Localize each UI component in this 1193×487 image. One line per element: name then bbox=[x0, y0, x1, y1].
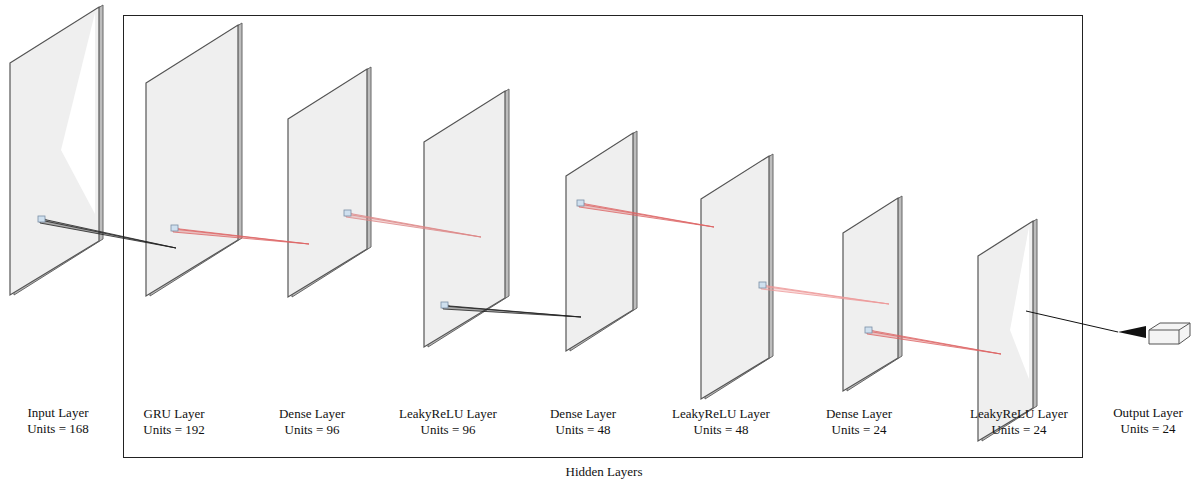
layer-name: Dense Layer bbox=[279, 406, 345, 422]
panel-plane bbox=[10, 5, 109, 299]
unit-count: Units = 24 bbox=[832, 422, 887, 438]
layer-name: Input Layer bbox=[27, 405, 88, 421]
layer-name: LeakyReLU Layer bbox=[399, 406, 497, 422]
unit-count: Units = 24 bbox=[991, 422, 1046, 438]
box-edge bbox=[1179, 330, 1180, 344]
layer-name: LeakyReLU Layer bbox=[970, 406, 1068, 422]
hidden-layers-frame: Hidden LayersGRU LayerUnits = 192Dense L… bbox=[123, 15, 1083, 458]
unit-count: Units = 24 bbox=[1121, 421, 1176, 437]
panel-highlight bbox=[1010, 227, 1029, 379]
unit-count: Units = 96 bbox=[285, 422, 340, 438]
panel-plane bbox=[146, 23, 248, 300]
panel-face bbox=[843, 198, 898, 391]
output-box bbox=[1148, 322, 1191, 346]
layer-name: Dense Layer bbox=[826, 406, 892, 422]
panel-highlight bbox=[61, 13, 95, 214]
layer-node: Dense LayerUnits = 48 bbox=[566, 131, 637, 351]
panel-plane bbox=[288, 67, 377, 301]
unit-count: Units = 48 bbox=[694, 422, 749, 438]
unit-count: Units = 168 bbox=[27, 421, 89, 437]
panel-face bbox=[566, 133, 633, 351]
layer-node: Input LayerUnits = 168 bbox=[10, 5, 103, 295]
panel-face bbox=[701, 156, 769, 399]
panel-face bbox=[424, 91, 505, 347]
layer-node: Output LayerUnits = 24 bbox=[1148, 322, 1191, 346]
layer-node: Dense LayerUnits = 24 bbox=[843, 196, 902, 391]
panel-face bbox=[288, 69, 367, 297]
unit-count: Units = 48 bbox=[556, 422, 611, 438]
layer-node: Dense LayerUnits = 96 bbox=[288, 67, 371, 297]
unit-count: Units = 192 bbox=[143, 422, 205, 438]
projection-cone bbox=[1026, 311, 1146, 338]
layer-node: GRU LayerUnits = 192 bbox=[146, 23, 242, 296]
unit-count: Units = 96 bbox=[421, 422, 476, 438]
layer-name: LeakyReLU Layer bbox=[672, 406, 770, 422]
box-shape bbox=[1149, 323, 1190, 344]
panel-plane bbox=[566, 131, 643, 355]
panel-plane bbox=[424, 89, 515, 351]
panel-plane bbox=[701, 154, 779, 403]
panel-face bbox=[10, 7, 99, 295]
cone-line bbox=[1026, 311, 1118, 332]
layer-name: GRU Layer bbox=[144, 406, 205, 422]
box-edge bbox=[1149, 323, 1190, 330]
layer-node: LeakyReLU LayerUnits = 48 bbox=[701, 154, 773, 399]
layer-node: LeakyReLU LayerUnits = 96 bbox=[424, 89, 509, 347]
layer-name: Dense Layer bbox=[550, 406, 616, 422]
panel-face bbox=[146, 25, 238, 296]
group-label: Hidden Layers bbox=[566, 464, 643, 480]
panel-plane bbox=[843, 196, 908, 395]
layer-name: Output Layer bbox=[1113, 405, 1183, 421]
cone-head bbox=[1118, 326, 1146, 338]
layer-node: LeakyReLU LayerUnits = 24 bbox=[978, 219, 1037, 441]
